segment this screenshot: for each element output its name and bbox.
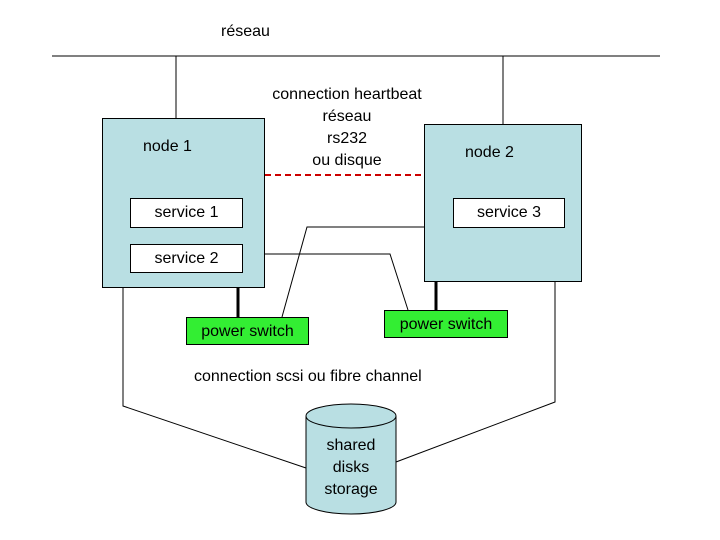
- heartbeat-label-line: rs232: [326, 130, 368, 147]
- power-switch-2: power switch: [384, 310, 508, 338]
- node-2-title: node 2: [465, 144, 514, 161]
- storage-label-line: disks: [332, 459, 370, 476]
- heartbeat-label-line: connection heartbeat: [272, 86, 422, 103]
- heartbeat-label: connection heartbeat réseau rs232 ou dis…: [247, 84, 447, 172]
- heartbeat-label-line: ou disque: [312, 152, 382, 169]
- service-3-box: service 3: [453, 198, 565, 228]
- storage-cylinder: [305, 403, 397, 515]
- node2-storage-line: [395, 282, 556, 463]
- node-2-box: node 2 service 3: [424, 124, 582, 282]
- storage-label-line: storage: [324, 481, 378, 498]
- node-1-title: node 1: [143, 138, 192, 155]
- storage-connection-label: connection scsi ou fibre channel: [194, 368, 422, 385]
- service-1-box: service 1: [130, 198, 243, 228]
- node-1-box: node 1 service 1 service 2: [102, 118, 265, 288]
- node1-storage-line: [122, 288, 307, 469]
- network-label: réseau: [221, 23, 270, 40]
- storage-label-line: shared: [326, 437, 376, 454]
- node2-to-switch1-control-line: [281, 226, 424, 318]
- heartbeat-label-line: réseau: [322, 108, 372, 125]
- service-2-box: service 2: [130, 244, 243, 273]
- power-switch-1: power switch: [186, 317, 309, 345]
- storage-label: shared disks storage: [306, 435, 396, 501]
- node1-to-switch2-control-line: [265, 253, 409, 311]
